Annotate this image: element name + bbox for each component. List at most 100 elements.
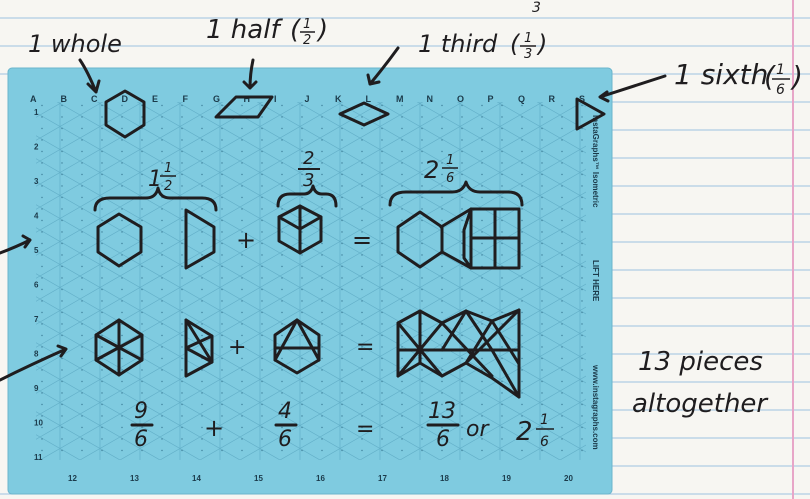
grid-row-number: 2 (34, 143, 39, 152)
group-two-thirds-den: 3 (303, 170, 314, 191)
grid-letter: H (244, 94, 251, 104)
lift-here-text[interactable]: LIFT HERE (591, 260, 600, 302)
label-sixth-open: ( (764, 60, 776, 93)
grid-bottom-number: 14 (192, 474, 201, 483)
group-two-thirds-num: 2 (303, 148, 314, 169)
cube-inner-lines (277, 204, 323, 255)
mixed-den: 6 (540, 434, 549, 450)
grid-letter: A (30, 94, 37, 104)
group-hexagon-shape (96, 212, 143, 268)
label-third: 1 third (418, 30, 498, 58)
grid-row-number: 10 (34, 419, 43, 428)
grid-row-number: 6 (34, 281, 39, 290)
third-rhombus-shape (338, 101, 390, 127)
grid-letter: S (579, 94, 585, 104)
grid-bottom-number: 13 (130, 474, 139, 483)
or-text: or (466, 417, 490, 442)
grid-letter: L (366, 94, 372, 104)
grid-letter: J (305, 94, 310, 104)
arrow-left-upper (0, 234, 32, 255)
arrow-left-lower (0, 344, 68, 382)
grid-bottom-number: 12 (68, 474, 77, 483)
grid-letter: C (91, 94, 98, 104)
label-sixth-close: ) (790, 60, 803, 93)
label-whole: 1 whole (28, 30, 122, 58)
grid-letter: E (152, 94, 158, 104)
grid-letter: Q (518, 94, 525, 104)
grid-letter: F (183, 94, 189, 104)
grid-letter: O (457, 94, 464, 104)
grid-row-number: 8 (34, 350, 39, 359)
label-half-num: 1 (303, 17, 311, 32)
thirteen-sixths-num: 13 (428, 399, 456, 424)
group-two-sixth-whole: 2 (424, 156, 439, 184)
stray-three: 3 (532, 0, 541, 16)
group-half-shape (184, 208, 216, 270)
grid-row-number: 1 (34, 108, 39, 117)
group-one-half-den: 2 (164, 179, 172, 194)
label-third-num: 1 (524, 31, 532, 46)
grid-letter: M (396, 94, 404, 104)
half-trapezoid-shape (214, 95, 274, 119)
four-sixths-num: 4 (278, 399, 292, 424)
brace-one-half (93, 186, 218, 212)
grid-row-number: 5 (34, 246, 39, 255)
label-half-open: ( (290, 15, 302, 45)
group-two-sixth-den: 6 (446, 171, 454, 186)
grid-row-number: 9 (34, 384, 39, 393)
mixed-num: 1 (540, 412, 549, 428)
label-third-open: ( (510, 30, 521, 58)
arrow-half (242, 58, 258, 90)
grid-row-number: 3 (34, 177, 39, 186)
brace-two-one-sixth (388, 180, 524, 207)
thirteen-sixths-shape (396, 308, 521, 399)
sixth-triangle-shape (575, 97, 606, 131)
label-sixth: 1 sixth (674, 58, 768, 91)
grid-row-number: 4 (34, 212, 39, 221)
grid-letter: I (274, 94, 277, 104)
grid-row-number: 7 (34, 315, 39, 324)
nine-sixths-num: 9 (134, 399, 148, 424)
four-sixths-den: 6 (278, 427, 292, 452)
plus-row4: + (204, 414, 224, 442)
grid-bottom-number: 16 (316, 474, 325, 483)
arrow-sixth (598, 74, 667, 103)
grid-letter: K (335, 94, 342, 104)
handwritten-labels: 1 whole 1 half ( 1 2 ) 1 third ( 1 3 ) 3… (28, 0, 803, 452)
arrow-whole (78, 58, 101, 94)
label-sixth-den: 6 (776, 82, 785, 98)
label-third-close: ) (536, 30, 547, 58)
equals-row4: = (356, 417, 374, 442)
grid-letter: N (427, 94, 434, 104)
grid-bottom-number: 20 (564, 474, 573, 483)
note-line-1: 13 pieces (638, 347, 763, 377)
thirteen-sixths-den: 6 (436, 427, 450, 452)
label-half-close: ) (316, 15, 328, 45)
ink-drawings (0, 46, 667, 427)
equals-row2: = (352, 226, 372, 254)
label-third-den: 3 (524, 47, 532, 62)
grid-row-number: 11 (34, 453, 43, 462)
grid-bottom-number: 19 (502, 474, 511, 483)
plus-row2: + (236, 226, 256, 254)
group-one-half-num: 1 (164, 161, 172, 176)
grid-bottom-number: 15 (254, 474, 263, 483)
mixed-whole: 2 (516, 417, 533, 447)
grid-bottom-numbers: 12 13 14 15 16 17 18 19 20 (68, 474, 573, 483)
brand-text: InstaGraphs™ Isometric (591, 115, 600, 208)
note-line-2: altogether (632, 389, 769, 419)
label-sixth-num: 1 (776, 62, 785, 78)
label-half-den: 2 (303, 33, 311, 48)
nine-sixths-den: 6 (134, 427, 148, 452)
equals-row3: = (356, 335, 374, 360)
grid-bottom-number: 18 (440, 474, 449, 483)
grid-bottom-number: 17 (378, 474, 387, 483)
brace-two-thirds (276, 184, 338, 208)
grid-letter: R (549, 94, 556, 104)
grid-letter: D (122, 94, 129, 104)
grid-letter: P (488, 94, 494, 104)
label-half: 1 half (206, 15, 283, 45)
